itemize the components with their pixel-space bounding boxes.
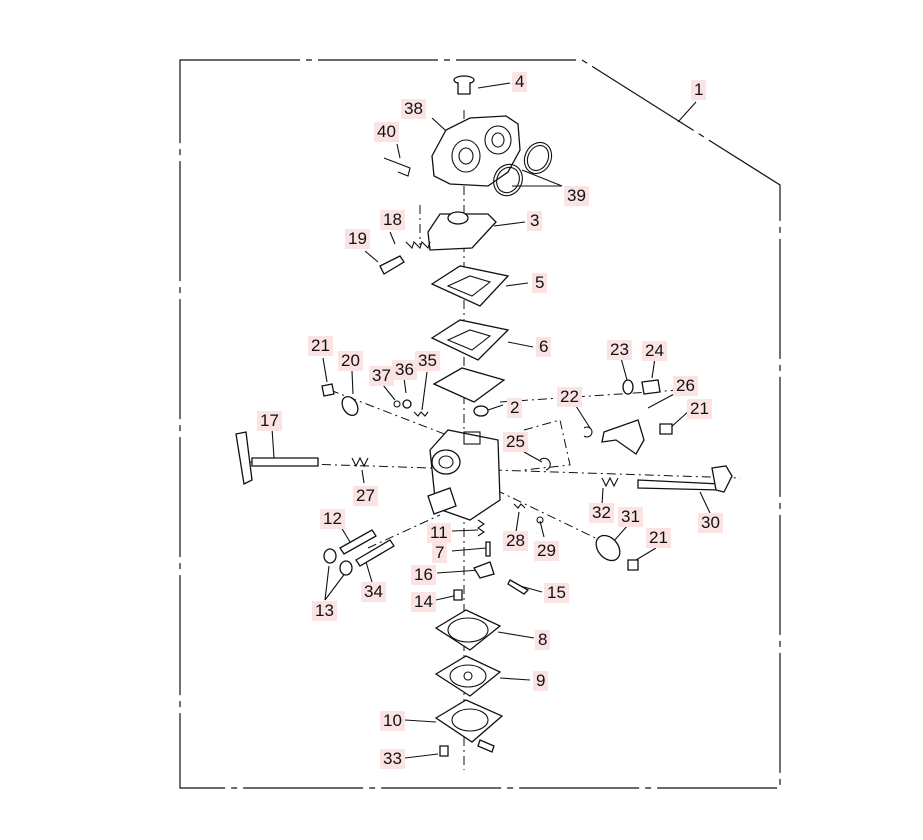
callout-33: 33 (380, 749, 405, 769)
part-36-plug (402, 399, 412, 409)
callout-23: 23 (607, 340, 632, 360)
part-38-cover (431, 115, 521, 187)
part-3-pump-cover (427, 211, 497, 251)
callout-40: 40 (374, 122, 399, 142)
callout-14: 14 (411, 592, 436, 612)
part-21-screw-a (321, 383, 335, 397)
part-37-ball (393, 400, 401, 408)
callout-38: 38 (401, 99, 426, 119)
part-40-clip (383, 157, 411, 177)
part-27-spring (351, 456, 369, 468)
callout-11: 11 (427, 523, 451, 543)
part-28-spring (513, 503, 526, 509)
part-21-screw-c (627, 559, 639, 571)
callout-1: 1 (691, 80, 707, 100)
part-21-screw-b (659, 423, 673, 435)
part-15-pin (507, 579, 530, 595)
part-24-bushing (641, 379, 661, 395)
part-29-ball (536, 516, 544, 524)
part-5-gasket (430, 265, 510, 307)
callout-22: 22 (557, 387, 582, 407)
callout-18: 18 (380, 210, 405, 230)
part-7-needle (485, 541, 491, 557)
part-30-throttle-shaft (637, 465, 733, 493)
part-2-screen (432, 367, 506, 417)
callout-3: 3 (527, 211, 543, 231)
callout-37: 37 (369, 366, 394, 386)
callout-36: 36 (392, 360, 417, 380)
part-32-spring (601, 476, 619, 488)
callout-32: 32 (589, 503, 614, 523)
part-22-e-clip (583, 426, 593, 438)
callout-27: 27 (353, 486, 378, 506)
part-14-screw (453, 589, 463, 601)
part-17-choke-shaft (235, 431, 319, 485)
part-18-spring (405, 240, 431, 250)
callout-12: 12 (320, 509, 345, 529)
part-4-screw (453, 75, 475, 95)
part-33-screw (439, 745, 449, 757)
part-11-spring (477, 519, 485, 537)
part-10-cover (434, 699, 504, 753)
callout-28: 28 (503, 531, 528, 551)
callout-8: 8 (535, 630, 551, 650)
part-20-throttle-plate (341, 396, 359, 416)
part-19-screw (379, 255, 405, 275)
callout-31: 31 (618, 507, 643, 527)
callout-4: 4 (512, 72, 528, 92)
part-25-e-clip (539, 457, 551, 471)
assembly-frame (179, 59, 781, 789)
callout-30: 30 (698, 513, 723, 533)
callout-2: 2 (507, 398, 523, 418)
callout-26: 26 (673, 376, 698, 396)
part-39-o-rings (493, 141, 553, 197)
callout-17: 17 (257, 411, 282, 431)
part-34-needle (355, 539, 395, 567)
callout-24: 24 (642, 341, 667, 361)
callout-29: 29 (534, 541, 559, 561)
callout-10: 10 (380, 711, 405, 731)
part-13-caps (323, 548, 353, 576)
callout-35: 35 (415, 351, 440, 371)
callout-34: 34 (361, 582, 386, 602)
callout-21a: 21 (308, 336, 333, 356)
callout-20: 20 (338, 351, 363, 371)
callout-15: 15 (544, 583, 569, 603)
part-23-washer (622, 379, 634, 395)
part-12-needle (339, 529, 377, 555)
callout-19: 19 (345, 229, 370, 249)
carburetor-body (427, 429, 501, 521)
callout-13: 13 (312, 601, 337, 621)
callout-21b: 21 (687, 399, 712, 419)
callout-39: 39 (564, 186, 589, 206)
part-26-lever (601, 419, 645, 455)
callout-21c: 21 (646, 528, 671, 548)
callout-7: 7 (432, 543, 448, 563)
callout-16: 16 (411, 565, 436, 585)
callout-5: 5 (532, 273, 548, 293)
part-6-diaphragm (430, 319, 510, 361)
callout-9: 9 (533, 671, 549, 691)
part-35-spring (413, 411, 429, 417)
callout-25: 25 (503, 432, 528, 452)
callout-6: 6 (536, 337, 552, 357)
part-31-plate (595, 534, 621, 562)
part-8-gasket (434, 609, 502, 651)
part-16-lever (473, 561, 495, 579)
part-9-diaphragm (434, 655, 502, 697)
